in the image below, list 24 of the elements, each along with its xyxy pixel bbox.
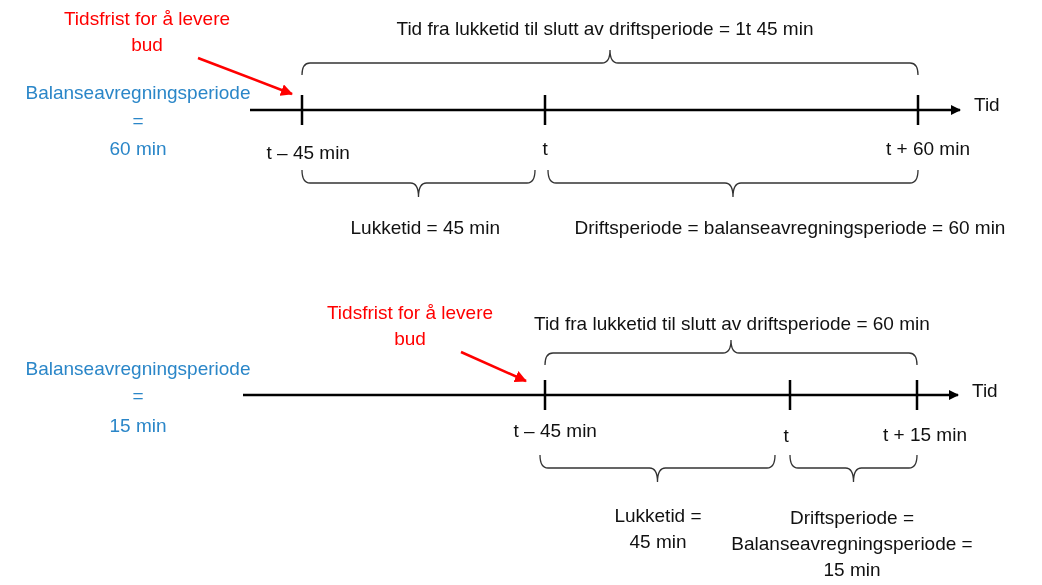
text-label: 60 min	[109, 137, 167, 161]
text-label: t	[783, 424, 789, 448]
arrow	[460, 350, 527, 383]
text-label: Driftsperiode = Balanseavregningsperiode = 15 min	[730, 506, 974, 582]
text-label: Lukketid = 45 min	[350, 216, 500, 240]
text-label: Tid fra lukketid til slutt av driftsperiode = 1t 45 min	[396, 17, 814, 41]
text-label: t	[542, 137, 548, 161]
text-label: Balanseavregningsperiode	[25, 357, 251, 381]
text-label: =	[132, 384, 144, 408]
text-label: t + 60 min	[886, 137, 970, 161]
deadline-label: Tidsfrist for å levere bud	[62, 6, 232, 58]
text-label: Tid	[972, 379, 998, 403]
text-label: Balanseavregningsperiode	[25, 81, 251, 105]
deadline-label: Tidsfrist for å levere bud	[325, 300, 495, 352]
text-label: Driftsperiode = balanseavregningsperiode = 60 min	[574, 216, 1006, 240]
text-label: t – 45 min	[266, 141, 350, 165]
arrow	[197, 56, 293, 96]
text-label: =	[132, 109, 144, 133]
text-label: Tid fra lukketid til slutt av driftsperiode = 60 min	[534, 312, 930, 336]
text-label: Lukketid = 45 min	[613, 504, 703, 554]
text-label: t – 45 min	[513, 419, 597, 443]
text-label: Tid	[974, 93, 1000, 117]
text-label: t + 15 min	[883, 423, 967, 447]
text-label: 15 min	[109, 414, 167, 438]
